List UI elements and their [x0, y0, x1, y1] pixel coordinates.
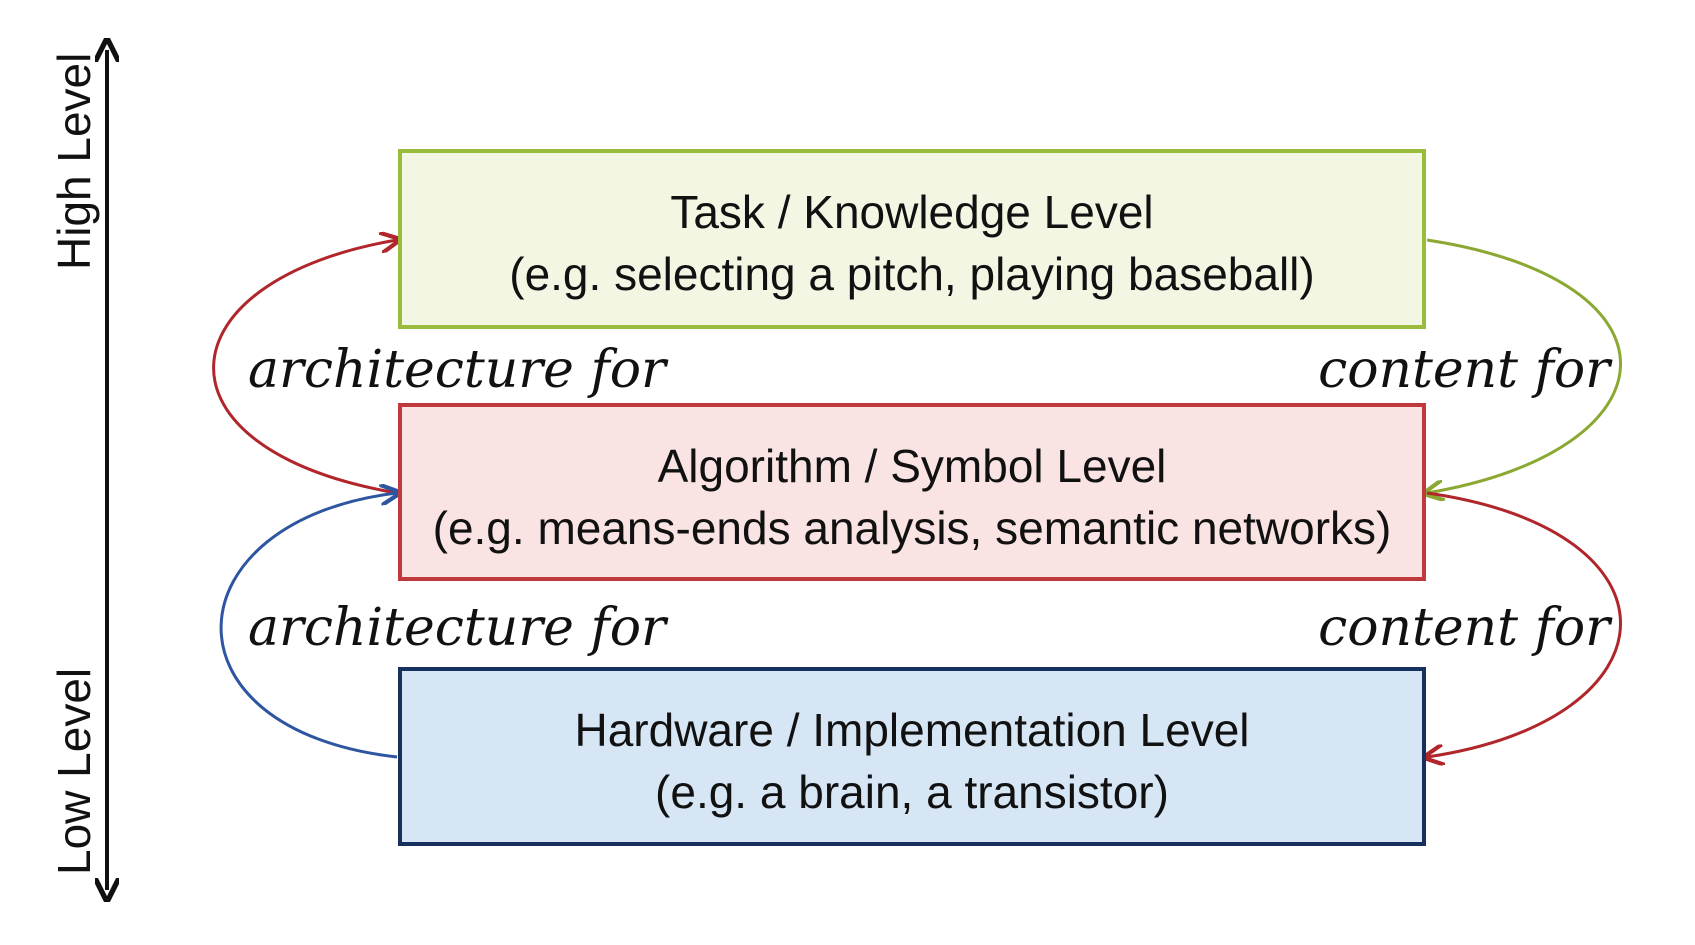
- level-example: (e.g. selecting a pitch, playing basebal…: [509, 248, 1314, 300]
- level-box-rect: [398, 667, 1426, 846]
- level-example: (e.g. means-ends analysis, semantic netw…: [433, 502, 1392, 554]
- task-knowledge-level-box: Task / Knowledge Level (e.g. selecting a…: [398, 149, 1426, 329]
- content-for-label-upper: content for: [1318, 340, 1613, 400]
- architecture-for-label-upper: architecture for: [248, 340, 669, 400]
- algorithm-symbol-level-box: Algorithm / Symbol Level (e.g. means-end…: [398, 403, 1426, 581]
- architecture-arrow-upper: [212, 240, 397, 495]
- level-title: Hardware / Implementation Level: [575, 704, 1250, 756]
- level-example: (e.g. a brain, a transistor): [655, 766, 1169, 818]
- content-arrow-upper: [1427, 238, 1622, 493]
- level-box-rect: [398, 403, 1426, 581]
- architecture-for-label-lower: architecture for: [248, 598, 669, 658]
- content-arrow-lower: [1427, 491, 1622, 757]
- axis-low-label: Low Level: [48, 668, 100, 875]
- architecture-arrow-lower: [219, 493, 397, 759]
- hardware-implementation-level-box: Hardware / Implementation Level (e.g. a …: [398, 667, 1426, 846]
- level-title: Algorithm / Symbol Level: [658, 440, 1167, 492]
- level-title: Task / Knowledge Level: [670, 186, 1153, 238]
- level-box-rect: [398, 149, 1426, 329]
- content-for-label-lower: content for: [1318, 598, 1613, 658]
- axis-high-label: High Level: [48, 53, 100, 270]
